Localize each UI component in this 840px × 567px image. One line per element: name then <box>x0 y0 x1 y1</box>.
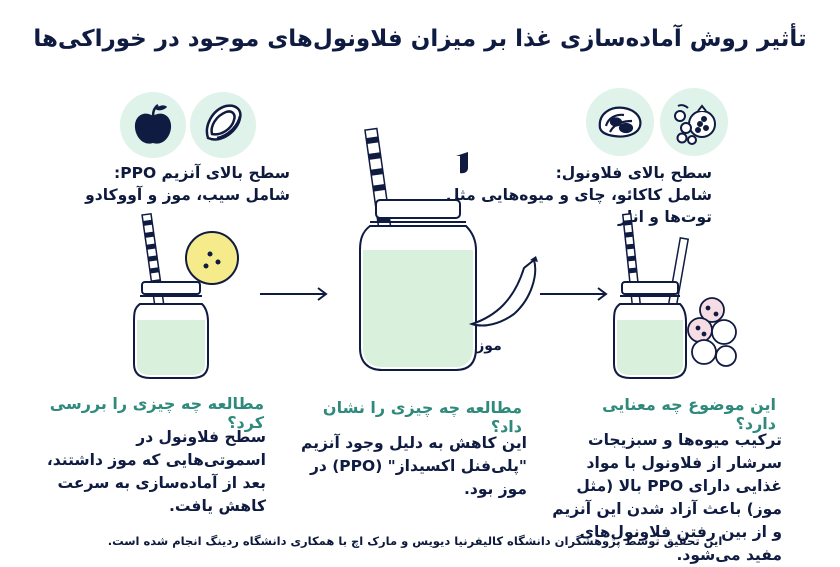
fruit-circle <box>660 88 728 156</box>
cocoa-icon <box>598 106 642 138</box>
cocoa-circle <box>586 88 654 156</box>
banana-label: موز <box>476 338 502 354</box>
page-title: تأثیر روش آماده‌سازی غذا بر میزان فلاونو… <box>33 26 807 52</box>
lemon-slice-icon <box>185 231 239 285</box>
apple-icon <box>134 103 172 144</box>
jar-icon <box>613 281 687 379</box>
berries-icon <box>687 297 737 367</box>
left-jar <box>133 212 239 379</box>
question-what-it-means: این موضوع چه معنایی دارد؟ <box>602 395 776 433</box>
music-note-icon <box>456 152 468 174</box>
answer-what-it-means: ترکیب میوه‌ها و سبزیجات سرشار از فلاونول… <box>552 431 782 564</box>
footer-credit: این تحقیق توسط پژوهشگران دانشگاه کالیفرن… <box>107 534 723 548</box>
answer-study-showed: این کاهش به دلیل وجود آنزیم "پلی‌فنل اکس… <box>301 434 527 498</box>
banana-icon <box>468 256 538 327</box>
straw-icon <box>666 236 690 315</box>
avocado-circle <box>190 92 256 158</box>
question-study-showed: مطالعه چه چیزی را نشان داد؟ <box>322 398 522 436</box>
middle-jar <box>359 127 538 371</box>
apple-circle <box>120 92 186 158</box>
jar-icon <box>359 199 477 371</box>
avocado-icon <box>205 104 242 141</box>
answer-study-examined: سطح فلاونول در اسموتی‌هایی که موز داشتند… <box>46 428 266 515</box>
right-jar <box>613 213 737 379</box>
jar-icon <box>133 281 209 379</box>
flavonol-label: سطح بالای فلاونول: شامل کاکائو، چای و می… <box>445 164 712 226</box>
ppo-label: سطح بالای آنزیم PPO: شامل سیب، موز و آوو… <box>85 164 290 204</box>
arrow-right-icon <box>260 287 328 301</box>
arrow-right-icon <box>540 287 608 301</box>
straw-icon <box>621 213 643 315</box>
pomegranate-berries-icon <box>674 104 716 145</box>
question-study-examined: مطالعه چه چیزی را بررسی کرد؟ <box>49 394 264 432</box>
straw-icon <box>141 212 166 313</box>
